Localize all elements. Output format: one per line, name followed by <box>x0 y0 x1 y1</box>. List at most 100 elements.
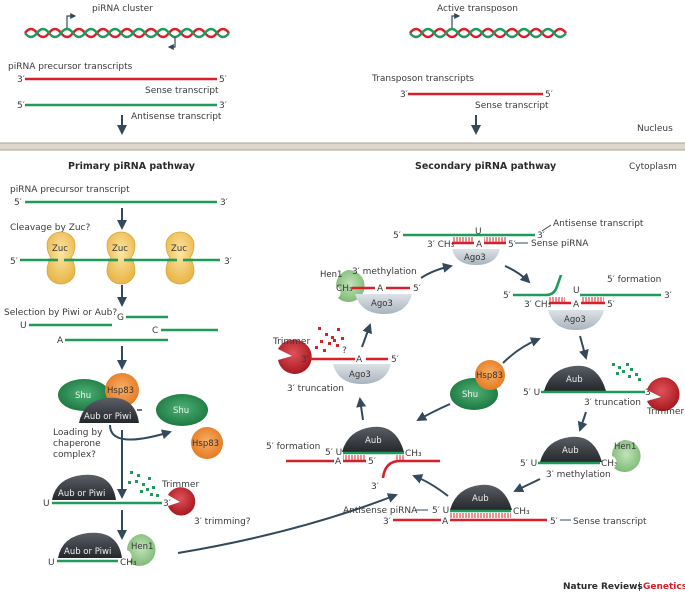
nucleus-region: piRNA cluster piRNA precursor transcript… <box>8 4 673 135</box>
primary-pathway-title: Primary piRNA pathway <box>68 161 196 172</box>
aub-or-piwi-label: Aub or Piwi <box>58 489 105 499</box>
sense-pirna-label: Sense piRNA <box>531 239 589 249</box>
three-prime-label: 3′ <box>219 101 227 111</box>
transposon-sense-label: Sense transcript <box>475 101 549 111</box>
promoter-arrow-icon <box>167 37 176 50</box>
shu-label: Shu <box>75 391 91 401</box>
base-label: A <box>335 457 342 467</box>
pathway-link-arrow-icon <box>177 493 398 554</box>
aub-or-piwi-protein <box>52 474 116 500</box>
base-label: U <box>475 227 482 237</box>
base-label: U <box>48 558 55 568</box>
precursor-transcript-label: piRNA precursor transcript <box>10 185 130 195</box>
zuc-protein: Zuc <box>165 231 195 285</box>
pirna-cluster-dna-icon <box>24 27 230 39</box>
base-label: A <box>442 517 449 527</box>
antisense-pirna-label: Antisense piRNA <box>343 506 418 516</box>
aub-or-piwi-protein <box>58 532 122 558</box>
transposon-transcripts-heading: Transposon transcripts <box>371 74 474 84</box>
five-u-label: 5′ U <box>520 459 537 469</box>
aub-label: Aub <box>365 436 382 446</box>
zuc-label: Zuc <box>52 244 68 254</box>
zuc-protein: Zuc <box>106 231 136 285</box>
release-arrow-icon <box>109 424 172 441</box>
hen1-enzyme <box>611 439 641 472</box>
aub-protein <box>450 484 512 510</box>
five-u-label: 5′ U <box>523 388 540 398</box>
nuclear-membrane <box>0 143 685 150</box>
hsp83-protein <box>191 427 223 459</box>
journal-name: Nature Reviews <box>563 582 643 592</box>
base-pairing <box>582 297 604 302</box>
aub-protein <box>540 436 602 462</box>
journal-credit: Nature Reviews | Genetics <box>563 582 685 592</box>
cycle-arrow-icon <box>504 265 531 284</box>
base-label: U <box>20 321 27 331</box>
aub-label: Aub <box>562 446 579 456</box>
ch3-label: CH₃ <box>601 459 618 469</box>
pirna-cluster-label: piRNA cluster <box>92 4 153 14</box>
ch3-label: CH₃ <box>120 558 137 568</box>
loading-label: complex? <box>53 450 96 460</box>
ago3-label: Ago3 <box>349 370 371 380</box>
precursor-transcripts-heading: piRNA precursor transcripts <box>8 62 133 72</box>
question-mark: ? <box>342 346 347 356</box>
three-prime-label: 3′ <box>664 291 672 301</box>
base-label: U <box>573 286 580 296</box>
trimmer-enzyme <box>278 339 312 374</box>
five-prime-label: 5′ <box>550 517 558 527</box>
ch3-label: CH₃ <box>513 507 530 517</box>
zuc-protein: Zuc <box>46 231 76 285</box>
base-pairing <box>343 455 365 460</box>
aub-label: Aub <box>472 494 489 504</box>
cycle-arrow-icon <box>513 478 541 493</box>
ch3-label: CH₃ <box>336 284 353 294</box>
cleavage-label: Cleavage by Zuc? <box>10 223 91 233</box>
three-prime-label: 3′ <box>220 198 228 208</box>
five-prime-label: 5′ <box>607 300 615 310</box>
five-prime-label: 5′ <box>508 240 516 250</box>
three-prime-label: 3′ <box>400 90 408 100</box>
aub-protein <box>342 426 404 452</box>
three-prime-label: 3′ <box>301 355 309 365</box>
journal-section: Genetics <box>643 582 685 592</box>
three-prime-label: 3′ <box>17 75 25 85</box>
aub-or-piwi-label: Aub or Piwi <box>84 412 131 422</box>
base-label: A <box>573 300 580 310</box>
base-label: G <box>117 313 124 323</box>
five-prime-label: 5′ <box>503 291 511 301</box>
base-label: A <box>57 336 64 346</box>
five-prime-label: 5′ <box>14 198 22 208</box>
methylation-label: 3′ methylation <box>546 470 611 480</box>
base-label: A <box>356 355 363 365</box>
trimmer-enzyme <box>647 377 680 412</box>
promoter-arrow-icon <box>451 13 461 28</box>
aub-or-piwi-protein <box>79 397 139 423</box>
hsp83-label: Hsp83 <box>476 371 503 381</box>
cytoplasm-label: Cytoplasm <box>629 162 677 172</box>
loading-label: chaperone <box>53 439 101 449</box>
ago3-label: Ago3 <box>371 299 393 309</box>
antisense-transcript-label: Antisense transcript <box>131 112 222 122</box>
aub-protein <box>544 365 606 391</box>
cycle-arrow-icon <box>416 403 451 421</box>
three-prime-label: 3′ <box>383 517 391 527</box>
five-u-label: 5′ U <box>432 506 449 516</box>
shu-protein <box>156 394 208 426</box>
sense-transcript-label: Sense transcript <box>145 86 219 96</box>
five-prime-label: 5′ <box>393 231 401 241</box>
hen1-enzyme <box>335 269 365 302</box>
trimmer-label: Trimmer <box>646 407 684 417</box>
sense-transcript-label: Sense transcript <box>573 517 647 527</box>
three-prime-ch3-label: 3′ CH₃ <box>427 240 455 250</box>
cycle-arrow-icon <box>579 335 589 360</box>
cycle-arrow-icon <box>361 323 372 348</box>
zuc-label: Zuc <box>171 244 187 254</box>
antisense-transcript-label: Antisense transcript <box>553 219 644 229</box>
trimmed-nucleotides <box>128 471 159 497</box>
cycle-arrow-icon <box>356 397 367 421</box>
zuc-label: Zuc <box>112 244 128 254</box>
trimmer-label: Trimmer <box>272 337 310 347</box>
promoter-arrow-icon <box>66 13 77 28</box>
shu-label: Shu <box>462 390 478 400</box>
